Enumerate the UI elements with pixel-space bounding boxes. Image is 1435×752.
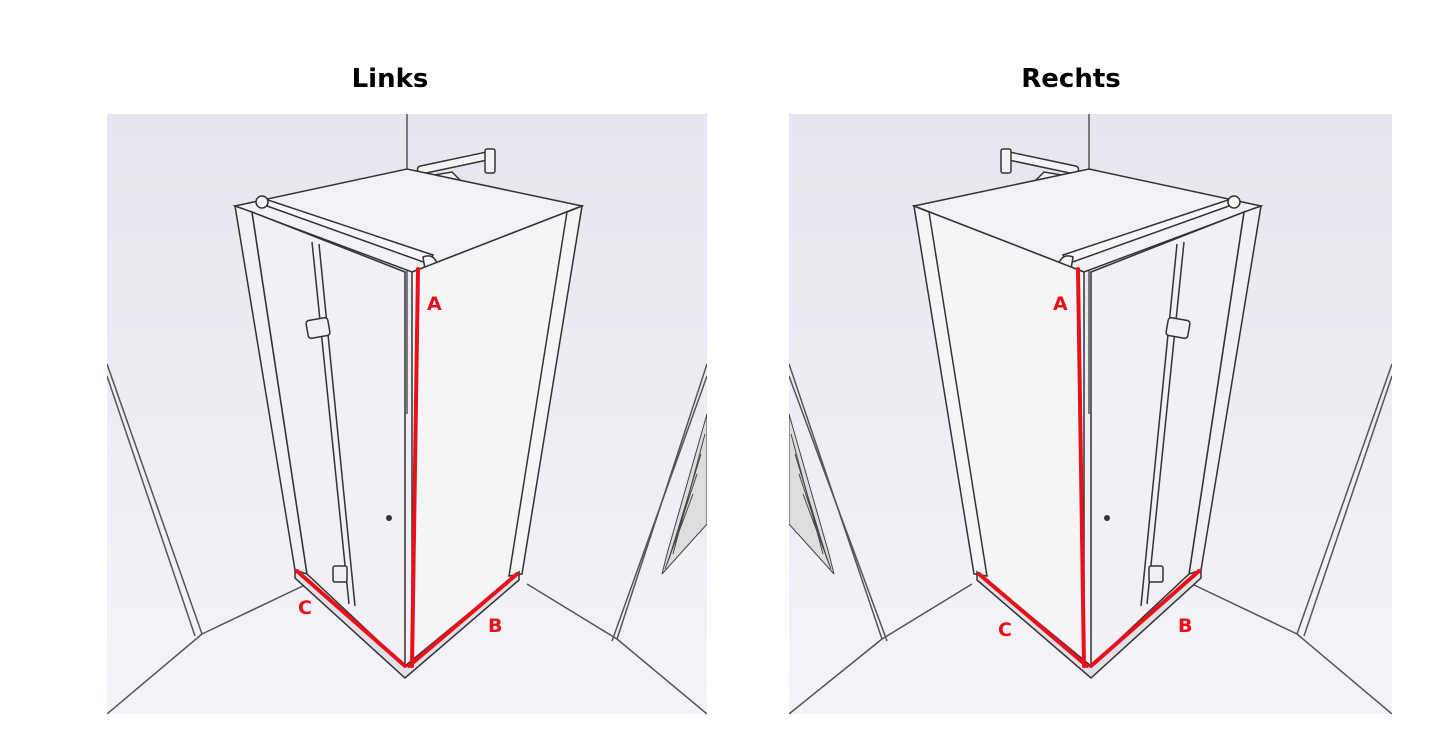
shower-diagram-left: A B C	[107, 114, 707, 714]
dimension-line-a	[1076, 267, 1086, 668]
radiator	[661, 413, 707, 575]
shower-illustration-left: A B C	[107, 114, 707, 714]
dimension-label-a: A	[427, 293, 442, 315]
shower-diagram-right: A B C	[789, 114, 1392, 714]
shower-illustration-right: A B C	[789, 114, 1392, 714]
panel-title-right: Rechts	[1021, 64, 1121, 94]
dimension-label-b: B	[488, 615, 502, 637]
dimension-line-b	[1089, 569, 1201, 668]
drain	[1104, 515, 1110, 521]
fixed-glass-panel	[913, 204, 1085, 668]
panel-title-left: Links	[351, 64, 429, 94]
dimension-line-a	[410, 267, 420, 668]
dimension-line-c	[295, 569, 407, 668]
dimension-label-b: B	[1178, 615, 1192, 637]
drain	[386, 515, 392, 521]
left-glass-panel	[234, 204, 406, 668]
dimension-line-b	[407, 572, 519, 668]
radiator	[789, 413, 835, 575]
dimension-line-c	[977, 572, 1089, 668]
dimension-lines	[977, 267, 1201, 668]
room-walls	[789, 114, 1392, 714]
room-walls	[107, 114, 707, 714]
dimension-lines	[295, 267, 519, 668]
dimension-label-c: C	[298, 597, 312, 619]
dimension-label-c: C	[998, 619, 1012, 641]
dimension-label-a: A	[1053, 293, 1068, 315]
